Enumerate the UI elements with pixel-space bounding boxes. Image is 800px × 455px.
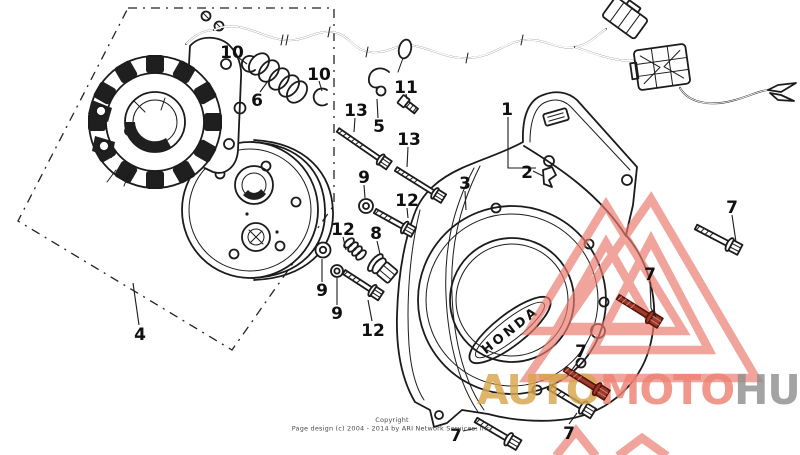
callout-8[interactable]: 8	[370, 224, 382, 244]
part-stator-assembly[interactable]	[88, 10, 247, 190]
copyright-line2: Page design (c) 2004 - 2014 by ARI Netwo…	[292, 425, 493, 433]
callout-7e[interactable]: 7	[450, 426, 462, 446]
part-bolt-7d[interactable]	[545, 381, 597, 420]
callout-9a[interactable]: 9	[358, 168, 370, 188]
callout-1[interactable]: 1	[501, 100, 513, 120]
part-bolt-7b-selected[interactable]	[614, 291, 664, 329]
callout-7d[interactable]: 7	[563, 424, 575, 444]
part-clip-2[interactable]	[542, 166, 557, 188]
callout-7c[interactable]: 7	[575, 342, 587, 362]
watermark-text-auto: AUTO	[477, 366, 600, 414]
part-spring-6[interactable]	[245, 49, 311, 106]
part-bolt-13a[interactable]	[335, 125, 393, 171]
callout-4[interactable]: 4	[134, 325, 146, 345]
part-flywheel-rotor[interactable]	[181, 139, 334, 281]
part-bolt-7e[interactable]	[472, 414, 523, 451]
watermark-text-moto: MOTO	[600, 366, 734, 414]
part-washer-9c[interactable]	[330, 264, 344, 278]
callout-3[interactable]: 3	[459, 174, 471, 194]
part-bolt-13b[interactable]	[393, 164, 448, 204]
callout-7b[interactable]: 7	[644, 265, 656, 285]
harness-connector-4pin	[602, 0, 648, 40]
callout-7a[interactable]: 7	[726, 198, 738, 218]
callout-12a[interactable]: 12	[395, 191, 419, 211]
callout-6[interactable]: 6	[251, 91, 263, 111]
part-bolt-8[interactable]	[342, 237, 399, 286]
harness-fork-terminals	[767, 82, 797, 102]
callout-10a[interactable]: 10	[220, 43, 244, 63]
stator-core	[88, 55, 222, 189]
harness-connector-block	[629, 43, 691, 91]
callout-9b[interactable]: 9	[316, 281, 328, 301]
part-bolt-12a[interactable]	[372, 205, 417, 238]
watermark-triangle-logo	[518, 191, 764, 455]
callout-5[interactable]: 5	[373, 117, 385, 137]
callout-2[interactable]: 2	[521, 163, 533, 183]
harness-grommet	[397, 38, 413, 60]
callout-numbers: 10 6 10 13 5 11 13 9 12 12 8 9 9 12 4 1 …	[134, 43, 738, 446]
callout-13a[interactable]: 13	[344, 101, 368, 121]
callout-12b[interactable]: 12	[331, 220, 355, 240]
part-washer-9b[interactable]	[314, 241, 332, 259]
callout-13b[interactable]: 13	[397, 130, 421, 150]
part-washer-9a[interactable]	[358, 198, 374, 214]
part-wire-harness[interactable]	[213, 0, 797, 105]
callout-10b[interactable]: 10	[307, 65, 331, 85]
callout-11[interactable]: 11	[394, 78, 418, 98]
part-clamp-5[interactable]	[367, 67, 390, 97]
copyright-line1: Copyright	[375, 416, 409, 424]
watermark-text: AUTOMOTOHUB	[477, 366, 800, 414]
part-bolt-12b[interactable]	[340, 267, 385, 302]
part-circlip-10b[interactable]	[312, 87, 328, 107]
part-bolt-7a[interactable]	[693, 221, 744, 256]
callout-9c[interactable]: 9	[331, 304, 343, 324]
part-bolt-7c-selected[interactable]	[561, 363, 611, 401]
part-circlip-10a[interactable]	[240, 54, 256, 73]
watermark-text-hub: HUB	[734, 366, 800, 414]
exploded-view-boundary	[17, 7, 335, 351]
callout-12c[interactable]: 12	[361, 321, 385, 341]
callout-leaders	[132, 57, 737, 432]
watermark	[518, 191, 764, 455]
